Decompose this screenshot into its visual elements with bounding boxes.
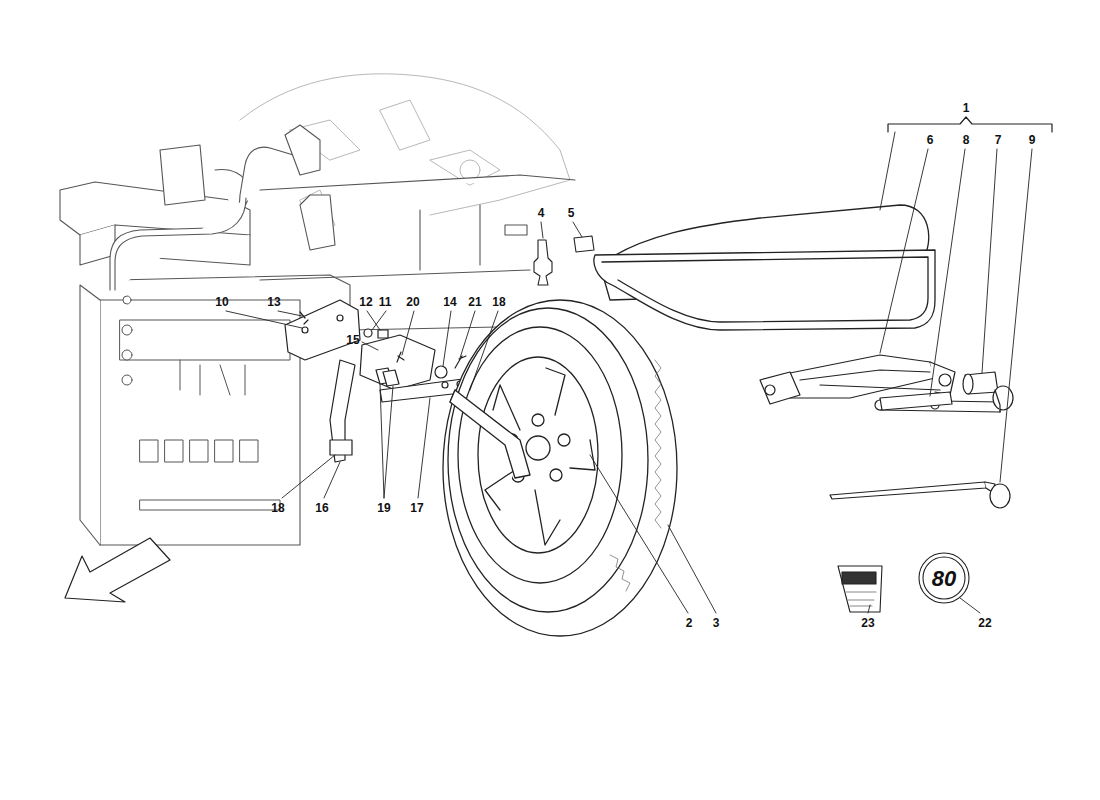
callout-number: 11 (379, 296, 392, 308)
callout-number: 18 (492, 296, 505, 308)
callout-number: 5 (568, 207, 575, 219)
callout-number: 10 (215, 296, 228, 308)
callout-number: 20 (406, 296, 419, 308)
callout-number: 8 (963, 134, 970, 146)
callout-number: 17 (410, 502, 423, 514)
callout-number: 4 (538, 207, 545, 219)
callout-number: 2 (686, 617, 693, 629)
callout-number: 16 (315, 502, 328, 514)
callout-number: 7 (995, 134, 1002, 146)
callout-number: 9 (1029, 134, 1036, 146)
callout-number: 21 (468, 296, 481, 308)
callout-number: 22 (978, 617, 991, 629)
callout-number: 6 (927, 134, 934, 146)
callout-number: 13 (267, 296, 280, 308)
callout-number: 19 (377, 502, 390, 514)
callout-number: 15 (346, 334, 359, 346)
callout-number: 23 (861, 617, 874, 629)
callout-number: 14 (443, 296, 456, 308)
callout-number: 12 (359, 296, 372, 308)
callout-number: 18 (271, 502, 284, 514)
callout-number: 3 (713, 617, 720, 629)
callout-number: 1 (963, 102, 970, 114)
speed-sticker-text: 80 (932, 568, 956, 590)
